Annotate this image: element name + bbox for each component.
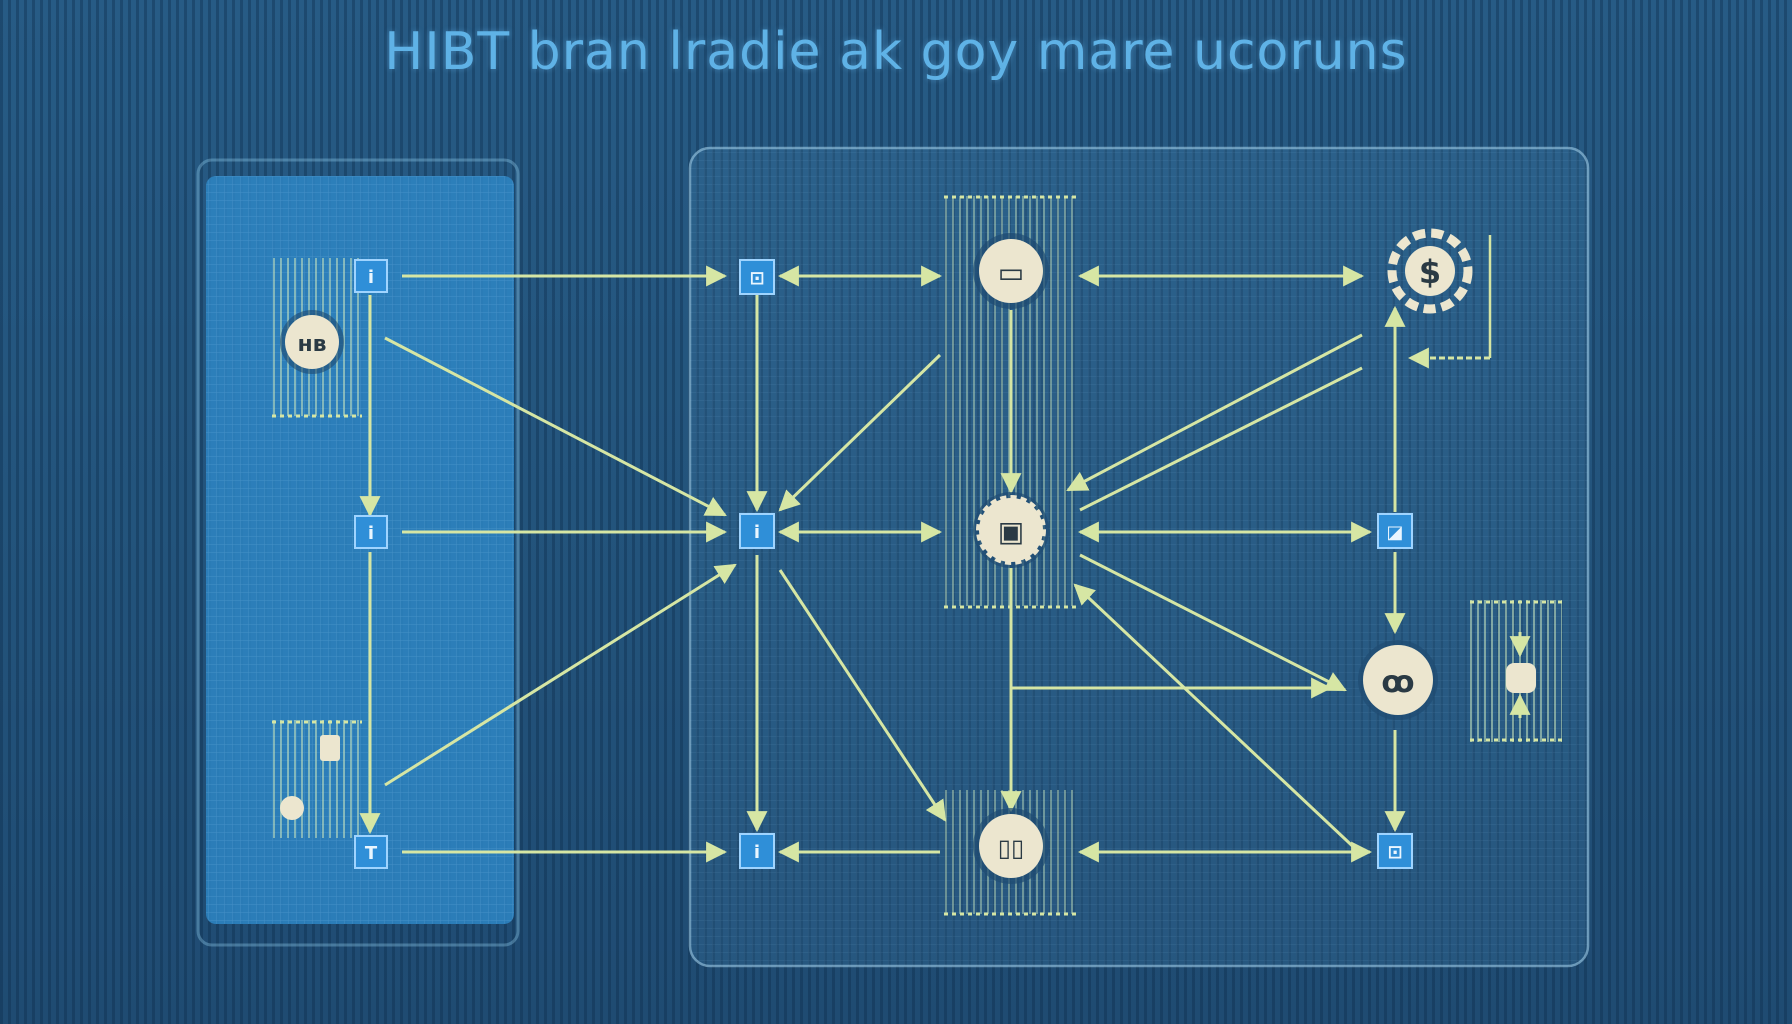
document-icon[interactable]: ▭ <box>973 233 1049 309</box>
node-glyph: ⊡ <box>1387 842 1402 863</box>
small-markers <box>280 663 1536 820</box>
diagram-title: HIBT bran lradie ak goy mare ucoruns <box>384 22 1408 82</box>
square-node-a1[interactable]: i <box>354 259 388 293</box>
share-icon[interactable]: ꝏ <box>1358 640 1438 720</box>
svg-text:▭: ▭ <box>998 256 1024 289</box>
connectors <box>359 265 1531 863</box>
node-glyph: i <box>754 522 760 543</box>
storage-icon[interactable]: ▯▯ <box>973 808 1049 884</box>
right-container <box>688 146 1590 968</box>
svg-text:▣: ▣ <box>998 515 1024 548</box>
id-card-icon[interactable]: ʜʙ <box>280 310 344 374</box>
square-node-a2[interactable]: i <box>354 515 388 549</box>
svg-text:▯▯: ▯▯ <box>998 834 1024 862</box>
square-node-b2[interactable]: i <box>739 513 775 549</box>
square-node-d2[interactable]: ◪ <box>1377 513 1413 549</box>
svg-text:ꝏ: ꝏ <box>1381 665 1414 700</box>
svg-text:ʜʙ: ʜʙ <box>297 332 326 357</box>
square-node-b3[interactable]: i <box>739 833 775 869</box>
node-glyph: ◪ <box>1386 522 1403 543</box>
calendar-icon[interactable]: ▣ <box>973 492 1049 568</box>
square-node-a3[interactable]: T <box>354 835 388 869</box>
node-glyph: T <box>365 843 378 864</box>
node-glyph: ⊡ <box>749 268 764 289</box>
node-glyph: i <box>368 523 374 544</box>
node-glyph: i <box>754 842 760 863</box>
dollar-icon[interactable]: $ <box>1387 228 1473 314</box>
node-glyph: i <box>368 267 374 288</box>
square-node-b1[interactable]: ⊡ <box>739 259 775 295</box>
square-node-d3[interactable]: ⊡ <box>1377 833 1413 869</box>
svg-text:$: $ <box>1419 253 1441 291</box>
